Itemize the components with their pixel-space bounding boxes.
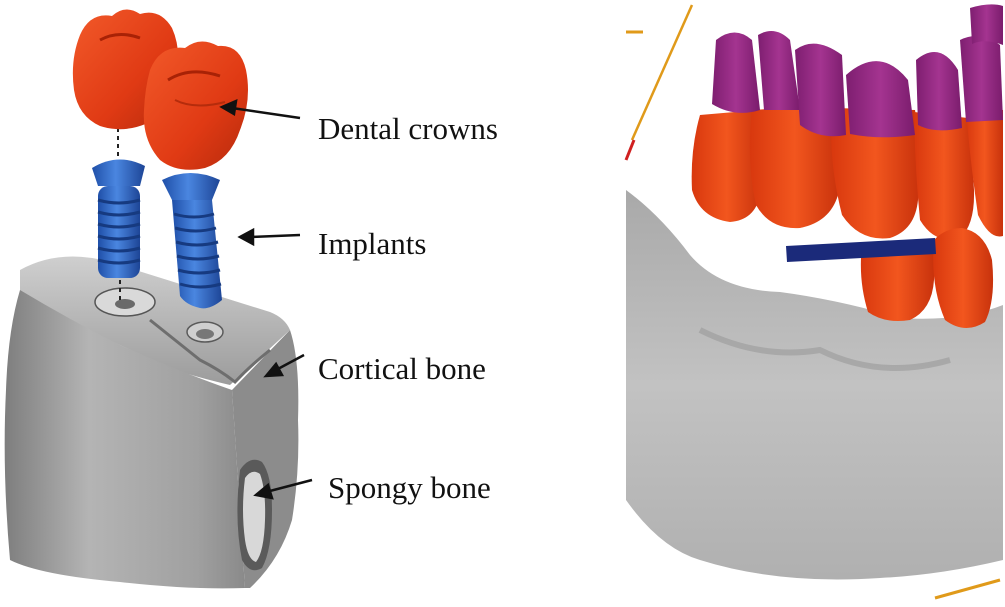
lower-teeth <box>860 228 994 329</box>
left-model <box>4 9 313 589</box>
guide-line-red <box>624 139 636 161</box>
navy-bar <box>786 238 936 262</box>
upper-teeth <box>691 4 1003 240</box>
jaw-bone <box>626 190 1003 580</box>
cortical-bone-front <box>4 290 245 589</box>
implant-right <box>162 173 222 309</box>
bone-block <box>4 256 299 589</box>
label-spongy-bone: Spongy bone <box>328 470 491 505</box>
label-dental-crowns: Dental crowns <box>318 111 498 146</box>
jaw-bone-shading <box>698 327 951 371</box>
label-cortical-bone: Cortical bone <box>318 351 486 386</box>
cortical-bone-top <box>20 256 290 385</box>
implant-hole-2-inner <box>196 329 214 339</box>
right-model <box>624 4 1003 600</box>
implant-hole-1-inner <box>115 299 135 309</box>
guide-line-3 <box>934 578 1001 600</box>
bone-crest <box>149 318 271 385</box>
implant-left <box>92 159 145 278</box>
guide-line-2 <box>630 4 694 141</box>
crown-right <box>143 41 248 170</box>
label-implants: Implants <box>318 226 427 261</box>
annotation-arrows <box>219 98 313 500</box>
